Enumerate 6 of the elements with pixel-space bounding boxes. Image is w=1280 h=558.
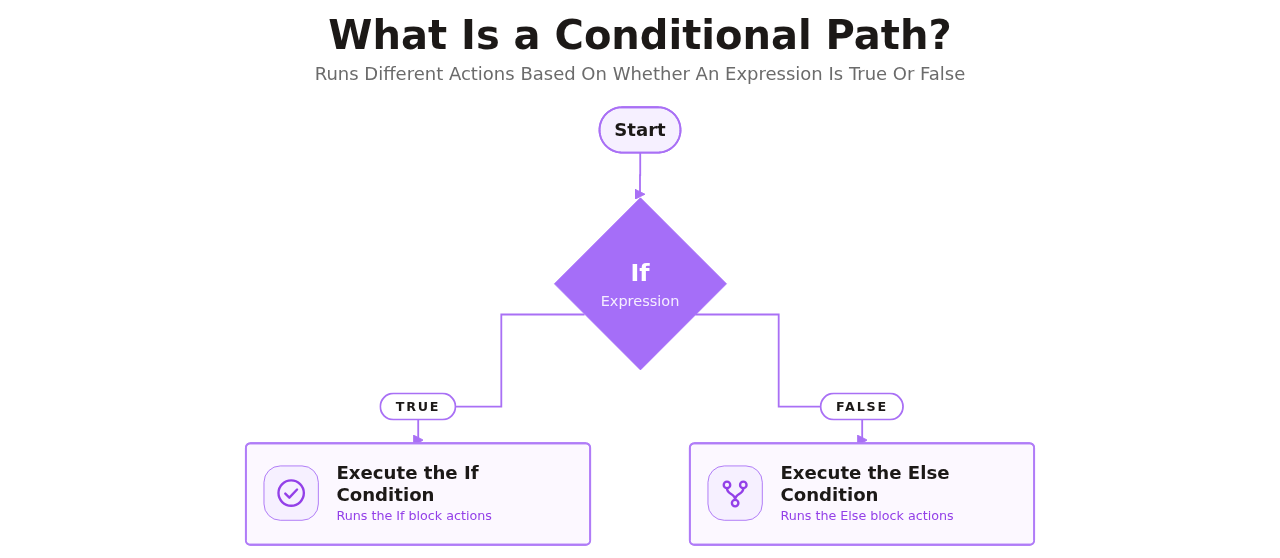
arrow (634, 152, 646, 200)
diagram-title: What Is a Conditional Path? (328, 12, 952, 58)
edge-label: FALSE (836, 398, 888, 414)
node-diamond: If Expression (554, 197, 727, 371)
diagram-subtitle: Runs Different Actions Based On Whether An Expression Is True Or False (314, 63, 966, 84)
edge-label: TRUE (395, 398, 441, 414)
